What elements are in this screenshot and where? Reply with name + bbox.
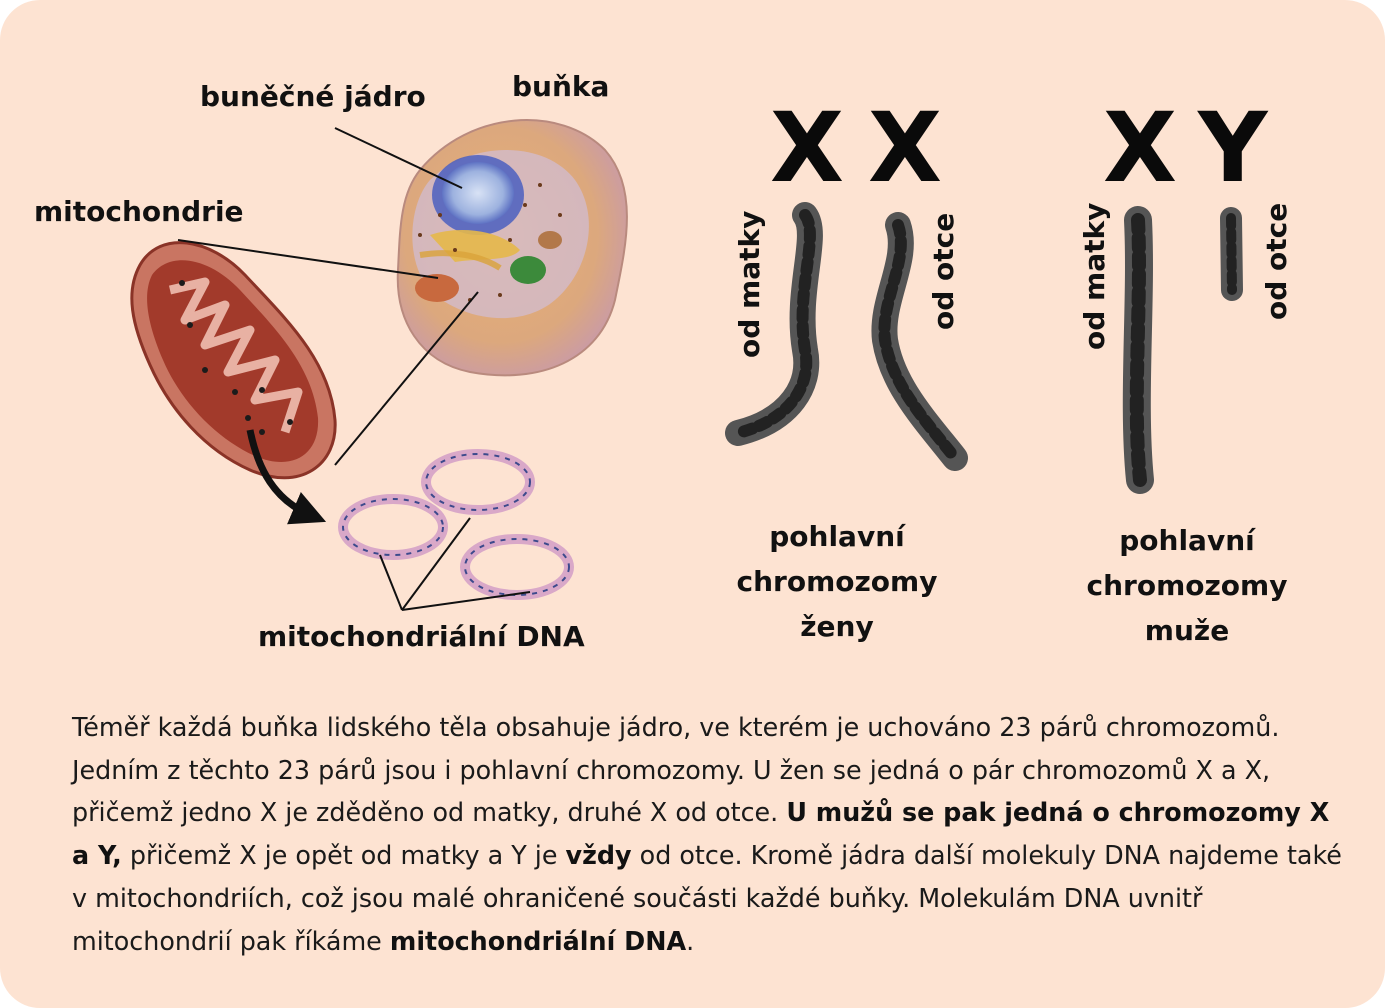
male-caption-line-3: muže <box>1144 614 1230 647</box>
illustration <box>130 119 1243 611</box>
leader-lines <box>177 127 531 611</box>
chromosome-letter-x-mother-female: X <box>770 92 845 204</box>
female-caption-line-2: chromozomy <box>736 565 938 598</box>
paragraph-segment-bold: vždy <box>565 840 632 871</box>
paragraph-segment: Téměř každá buňka lidského těla obsahuje… <box>72 712 1280 828</box>
female-caption: pohlavní chromozomy ženy <box>707 514 967 649</box>
male-from-father-label: od otce <box>1260 202 1293 320</box>
female-caption-line-3: ženy <box>800 610 874 643</box>
paragraph-segment: přičemž X je opět od matky a Y je <box>121 840 566 871</box>
male-caption-line-2: chromozomy <box>1086 569 1288 602</box>
paragraph-segment-bold: U mužů se pak jedná o chromozomy X a Y, <box>72 797 1330 871</box>
female-chromosomes <box>725 202 968 471</box>
mtdna-label: mitochondriální DNA <box>258 620 585 653</box>
cell-label: buňka <box>512 70 610 103</box>
female-from-mother-label: od matky <box>733 210 766 358</box>
male-chromosomes <box>1122 206 1243 494</box>
male-caption: pohlavní chromozomy muže <box>1057 518 1317 653</box>
male-caption-line-1: pohlavní <box>1119 524 1255 557</box>
female-caption-line-1: pohlavní <box>769 520 905 553</box>
female-from-father-label: od otce <box>927 212 960 330</box>
nucleus-label: buněčné jádro <box>200 80 426 113</box>
cell-illustration <box>396 119 628 377</box>
mtdna-rings <box>338 449 574 600</box>
mitochondria-label: mitochondrie <box>34 195 244 228</box>
mitochondrion-illustration <box>130 241 337 525</box>
paragraph-segment: . <box>686 925 695 956</box>
explanation-paragraph: Téměř každá buňka lidského těla obsahuje… <box>72 706 1342 962</box>
chromosome-letter-x-father-female: X <box>868 92 943 204</box>
male-from-mother-label: od matky <box>1078 202 1111 350</box>
paragraph-segment: od otce. Kromě jádra další molekuly DNA … <box>72 840 1342 956</box>
paragraph-segment-bold: mitochondriální DNA <box>389 925 687 956</box>
chromosome-letter-y-male: Y <box>1198 92 1268 204</box>
chromosome-letter-x-male: X <box>1103 92 1178 204</box>
